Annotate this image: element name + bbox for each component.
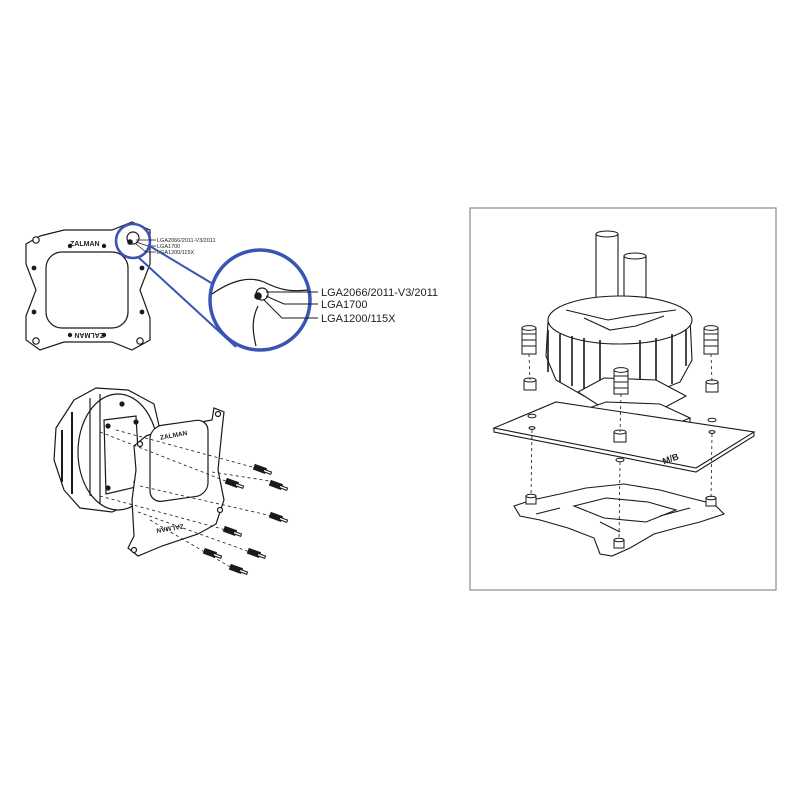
large-label-2: LGA1700 <box>321 299 367 311</box>
standoff-icon <box>703 325 719 434</box>
backplate <box>513 483 726 557</box>
small-label-2: LGA1700 <box>157 244 180 250</box>
screw-icon <box>252 463 273 475</box>
screw-icon <box>268 479 289 491</box>
screw-icon <box>228 563 249 575</box>
standoff-icon <box>613 367 629 463</box>
zoomed-bracket-ear <box>211 278 309 347</box>
screw-icon <box>246 547 267 559</box>
large-label-3: LGA1200/115X <box>321 313 396 325</box>
bracket-brand-bottom: ZALMAN <box>74 331 104 338</box>
screw-icon <box>268 511 289 523</box>
screw-icon <box>202 547 223 559</box>
large-leader-lines <box>263 291 318 319</box>
panel-guide-lines <box>528 353 713 541</box>
small-label-3: LGA1200/115X <box>157 250 195 256</box>
screw-icon <box>222 525 243 537</box>
exploded-brand-bottom: ZALMAN <box>155 522 184 534</box>
exploded-brand-top: ZALMAN <box>160 430 189 442</box>
standoff-icon <box>521 325 537 430</box>
alignment-lines <box>99 429 277 569</box>
callout-connector <box>147 244 214 285</box>
bracket-window <box>45 251 129 329</box>
screw-icon <box>224 477 245 489</box>
large-label-1: LGA2066/2011-V3/2011 <box>321 287 438 299</box>
exploded-bracket <box>127 407 225 557</box>
bracket-hole <box>32 337 40 345</box>
bracket-brand-top: ZALMAN <box>70 241 100 248</box>
bracket-hole <box>136 337 144 345</box>
screw-set <box>202 463 289 575</box>
bracket-hole <box>32 236 40 244</box>
small-label-1: LGA2066/2011-V3/2011 <box>157 238 216 244</box>
callout-small-circle <box>114 222 152 260</box>
bracket-detail <box>25 221 151 351</box>
